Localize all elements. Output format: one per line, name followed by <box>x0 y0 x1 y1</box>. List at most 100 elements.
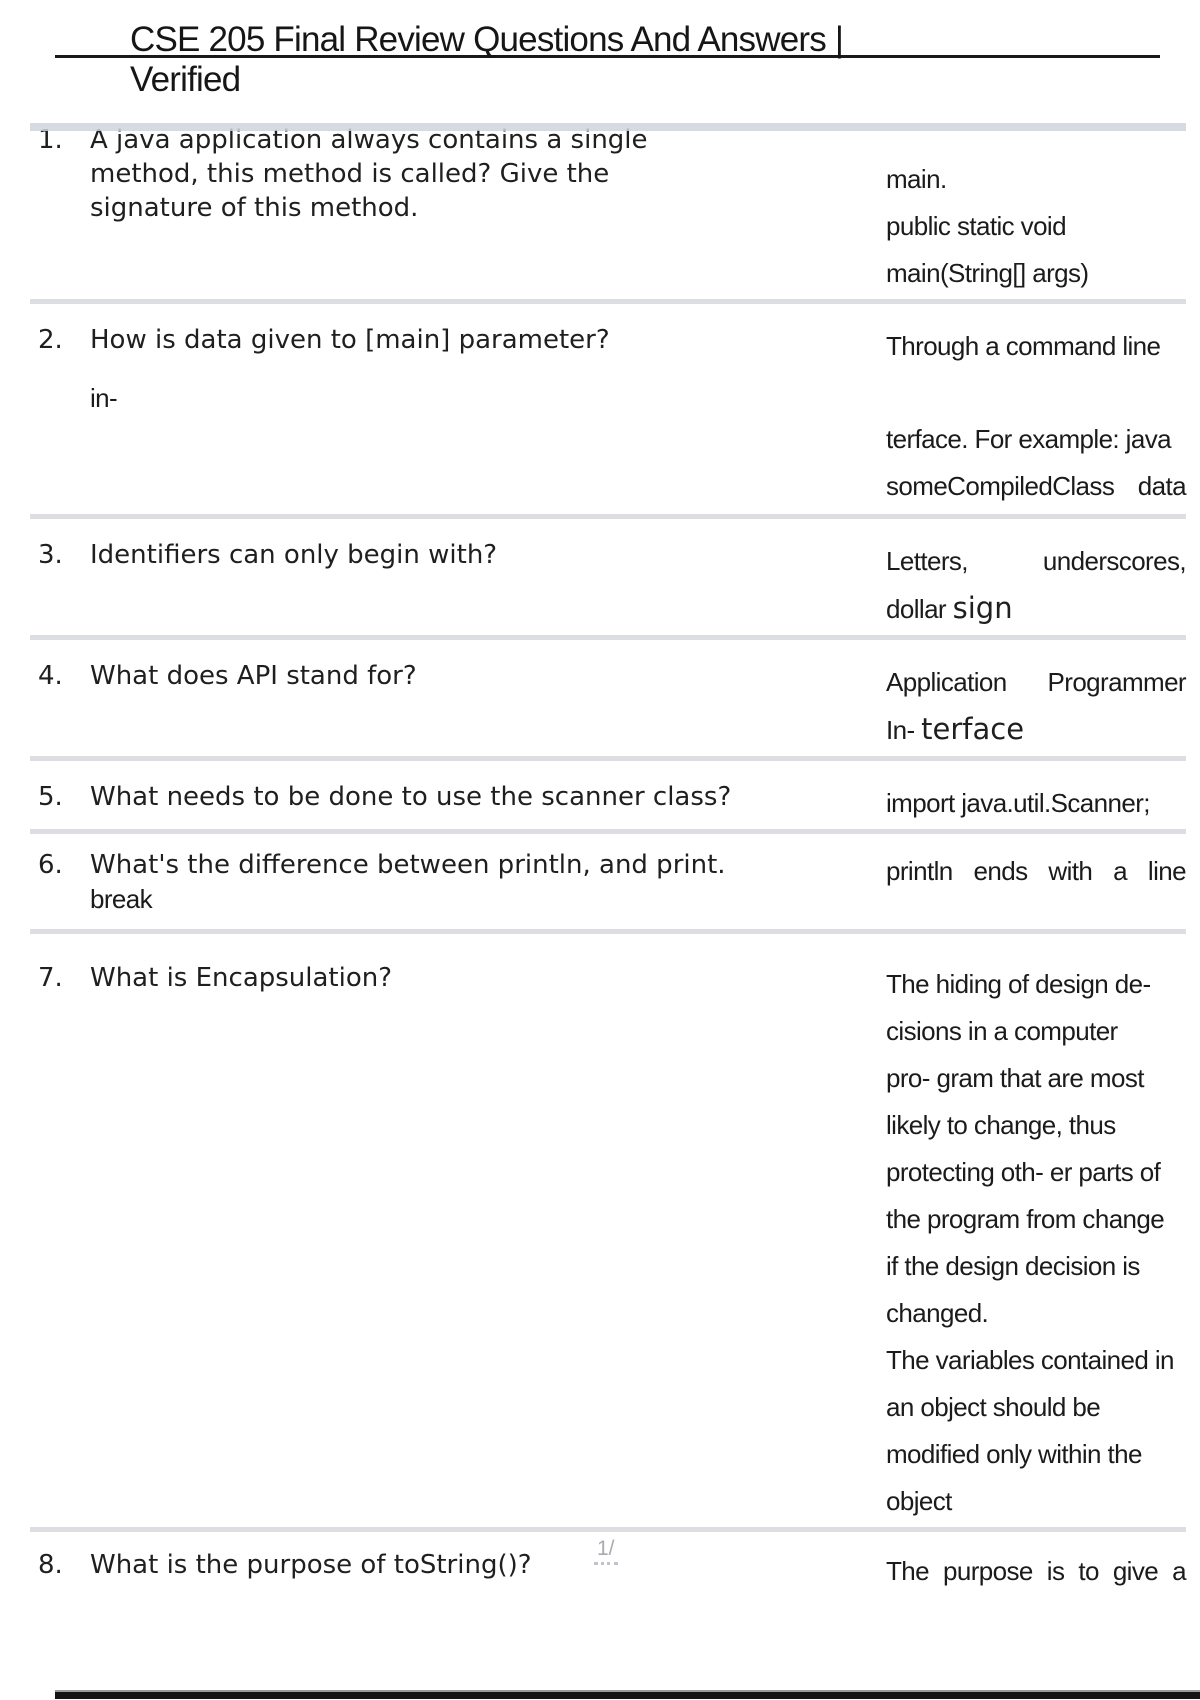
qa-row: 8. What is the purpose of toString()? Th… <box>30 1527 1187 1647</box>
top-divider-band <box>30 123 1186 131</box>
text-segment: How is data given to [main] parameter? <box>90 325 610 355</box>
text-line: import java.util.Scanner; <box>886 782 1186 829</box>
text-line: Letters, underscores, <box>886 540 1187 587</box>
text-segment: main. <box>886 164 947 194</box>
text-line: The purpose is to give a <box>886 1550 1187 1597</box>
page-title-second-line: Verified <box>130 60 241 99</box>
text-segment: someCompiledClass data <box>886 471 1187 501</box>
text-segment: protecting oth- er parts of <box>886 1157 1161 1187</box>
qa-row: 3. Identifiers can only begin with? Lett… <box>30 514 1187 635</box>
text-line: main(String[] args) <box>886 252 1186 299</box>
text-segment: What is the purpose of toString()? <box>90 1550 532 1580</box>
text-line: What does API stand for? <box>90 661 866 695</box>
question-number: 8. <box>38 1550 63 1580</box>
text-line: protecting oth- er parts of <box>886 1151 1186 1198</box>
text-line: Through a command line <box>886 325 1186 372</box>
text-line: changed. <box>886 1292 1186 1339</box>
text-segment: What needs to be done to use the scanner… <box>90 782 732 812</box>
question-number: 7. <box>38 963 63 993</box>
answer-text: The hiding of design de-cisions in a com… <box>886 963 1186 1527</box>
answer-text: println ends with a line <box>886 850 1187 897</box>
qa-row: 4. What does API stand for? Application … <box>30 635 1187 756</box>
text-line: What is the purpose of toString()? <box>90 1550 866 1584</box>
text-line: What's the difference between println, a… <box>90 850 866 884</box>
text-segment: dollar <box>886 594 953 624</box>
text-segment: modified only within the <box>886 1439 1142 1469</box>
text-segment: method, this method is called? Give the <box>90 159 610 189</box>
text-line: break <box>90 884 866 919</box>
title-underline-rule <box>55 55 1160 58</box>
text-segment: Letters, underscores, <box>886 546 1187 576</box>
text-line: dollar sign <box>886 587 1186 635</box>
question-number: 6. <box>38 850 63 880</box>
text-line: signature of this method. <box>90 193 866 227</box>
text-segment: In- <box>886 715 922 745</box>
text-segment: break <box>90 884 153 914</box>
text-segment: if the design decision is <box>886 1251 1140 1281</box>
text-line: if the design decision is <box>886 1245 1186 1292</box>
text-segment: Identifiers can only begin with? <box>90 540 498 570</box>
text-line: method, this method is called? Give the <box>90 159 866 193</box>
text-line: In- terface <box>886 708 1186 756</box>
text-line: someCompiledClass data <box>886 465 1187 512</box>
text-line: likely to change, thus <box>886 1104 1186 1151</box>
question-text: Identifiers can only begin with? <box>90 540 886 574</box>
text-line: What needs to be done to use the scanner… <box>90 782 866 816</box>
text-line: object <box>886 1480 1186 1527</box>
text-segment: main(String[] args) <box>886 258 1089 288</box>
qa-row: 1. A java application always contains a … <box>30 123 1186 299</box>
text-line: cisions in a computer <box>886 1010 1186 1057</box>
text-line: public static void <box>886 205 1186 252</box>
answer-text: Letters, underscores, dollar sign <box>886 540 1187 635</box>
question-text: What does API stand for? <box>90 661 886 695</box>
text-segment: Application Programmer <box>886 667 1187 697</box>
text-line: the program from change <box>886 1198 1186 1245</box>
text-segment: changed. <box>886 1298 989 1328</box>
text-segment: println ends with a line <box>886 856 1187 886</box>
text-segment: likely to change, thus <box>886 1110 1116 1140</box>
text-segment: What does API stand for? <box>90 661 417 691</box>
text-segment: object <box>886 1486 952 1516</box>
text-segment: signature of this method. <box>90 193 419 223</box>
question-text: A java application always contains a sin… <box>90 125 886 227</box>
text-segment: What is Encapsulation? <box>90 963 393 993</box>
question-number: 4. <box>38 661 63 691</box>
text-line: terface. For example: java <box>886 418 1186 465</box>
question-number: 5. <box>38 782 63 812</box>
answer-text: Through a command line terface. For examp… <box>886 325 1187 512</box>
text-line: println ends with a line <box>886 850 1187 897</box>
text-line: The hiding of design de- <box>886 963 1186 1010</box>
question-number: 2. <box>38 325 63 355</box>
page-number-link[interactable]: 1/ <box>594 1537 618 1565</box>
text-line: The variables contained in <box>886 1339 1186 1386</box>
text-segment: public static void <box>886 211 1067 241</box>
text-line: an object should be <box>886 1386 1186 1433</box>
qa-row: 6. What's the difference between println… <box>30 829 1187 929</box>
text-line: Application Programmer <box>886 661 1187 708</box>
text-segment: an object should be <box>886 1392 1101 1422</box>
text-segment: terface. For example: java <box>886 424 1172 454</box>
text-segment: The hiding of design de- <box>886 969 1151 999</box>
page-title: CSE 205 Final Review Questions And Answe… <box>130 20 844 59</box>
question-text: What needs to be done to use the scanner… <box>90 782 886 816</box>
text-line: Identifiers can only begin with? <box>90 540 866 574</box>
text-segment: Through a command line <box>886 331 1161 361</box>
text-segment: sign <box>952 591 1013 625</box>
text-segment: What's the difference between println, a… <box>90 850 726 880</box>
text-segment: the program from change <box>886 1204 1165 1234</box>
text-segment: terface <box>921 712 1025 746</box>
question-text: What's the difference between println, a… <box>90 850 886 919</box>
text-segment: in- <box>90 383 118 413</box>
bottom-bar <box>55 1690 1200 1699</box>
question-text: How is data given to [main] parameter? in… <box>90 325 886 418</box>
question-text: What is the purpose of toString()? <box>90 1550 886 1584</box>
text-segment: import java.util.Scanner; <box>886 788 1151 818</box>
text-segment: pro- gram that are most <box>886 1063 1144 1093</box>
answer-text: The purpose is to give a <box>886 1550 1187 1597</box>
answer-text: main. public static void main(String[] arg… <box>886 125 1186 299</box>
qa-row: 2. How is data given to [main] parameter… <box>30 299 1187 514</box>
text-line: pro- gram that are most <box>886 1057 1186 1104</box>
qa-row: 5. What needs to be done to use the scan… <box>30 756 1186 829</box>
text-line: How is data given to [main] parameter? <box>90 325 866 359</box>
